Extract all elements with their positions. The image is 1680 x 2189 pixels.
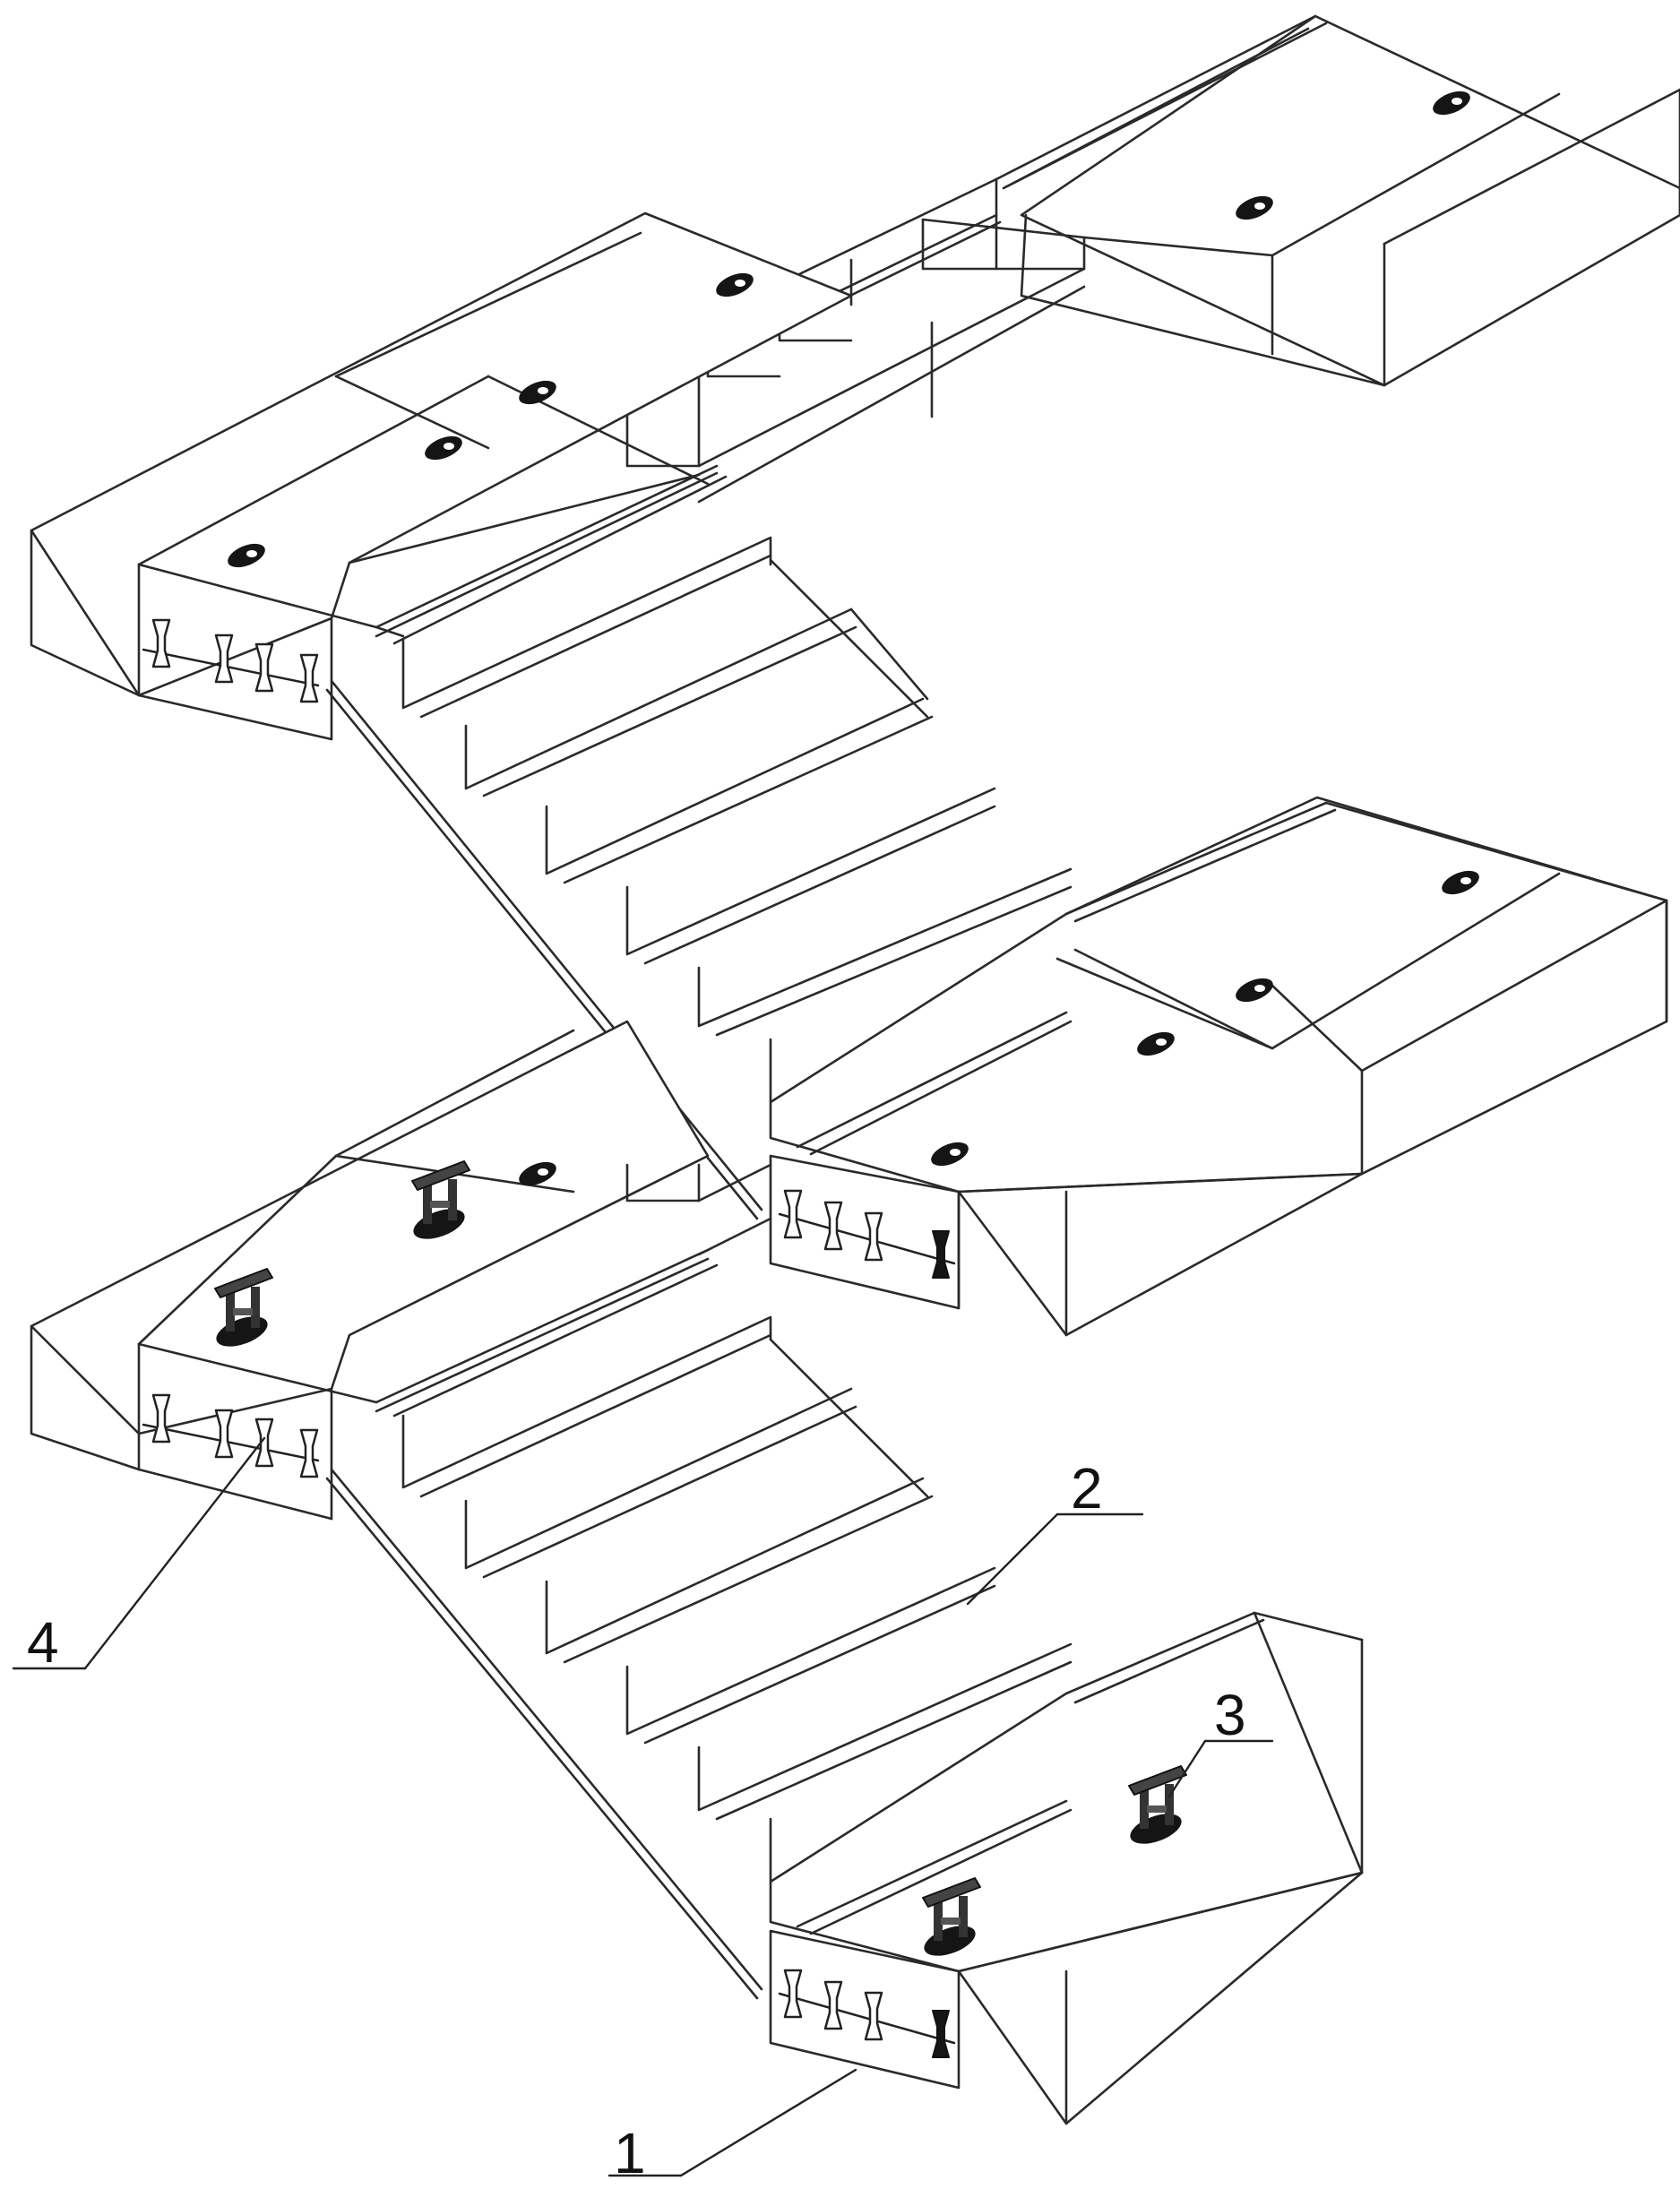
callout-2-label: 2 xyxy=(1071,1456,1103,1521)
connector-row-mid-right xyxy=(778,1189,956,1280)
callout-4 xyxy=(12,1436,266,1670)
i-beam-connector xyxy=(214,1409,234,1459)
upper-flight xyxy=(30,14,1680,1337)
i-beam-connector xyxy=(254,1418,274,1468)
callout-2 xyxy=(966,1512,1144,1606)
connector-row-lower-right xyxy=(778,1969,956,2059)
callout-1-label: 1 xyxy=(614,2121,646,2185)
connector-row-lower-left xyxy=(142,1393,320,1478)
callout-3 xyxy=(1167,1739,1274,1798)
i-beam-connector xyxy=(931,1229,951,1280)
i-beam-connector xyxy=(823,1980,843,2030)
i-beam-connector xyxy=(299,1428,319,1478)
callouts xyxy=(12,1436,1274,2177)
i-beam-connector xyxy=(864,1211,883,1262)
i-beam-connector xyxy=(783,1969,803,2019)
lower-flight xyxy=(30,1020,1364,2125)
callout-1 xyxy=(607,2068,857,2177)
i-beam-connector xyxy=(254,642,274,693)
i-beam-connector xyxy=(931,2009,951,2059)
i-beam-connector xyxy=(823,1201,843,1251)
i-beam-connector xyxy=(299,653,319,703)
callout-3-label: 3 xyxy=(1214,1683,1246,1747)
connector-row-upper-left xyxy=(142,618,320,703)
i-beam-connector xyxy=(864,1991,883,2041)
callout-4-label: 4 xyxy=(27,1610,59,1675)
i-beam-connector xyxy=(783,1189,803,1239)
